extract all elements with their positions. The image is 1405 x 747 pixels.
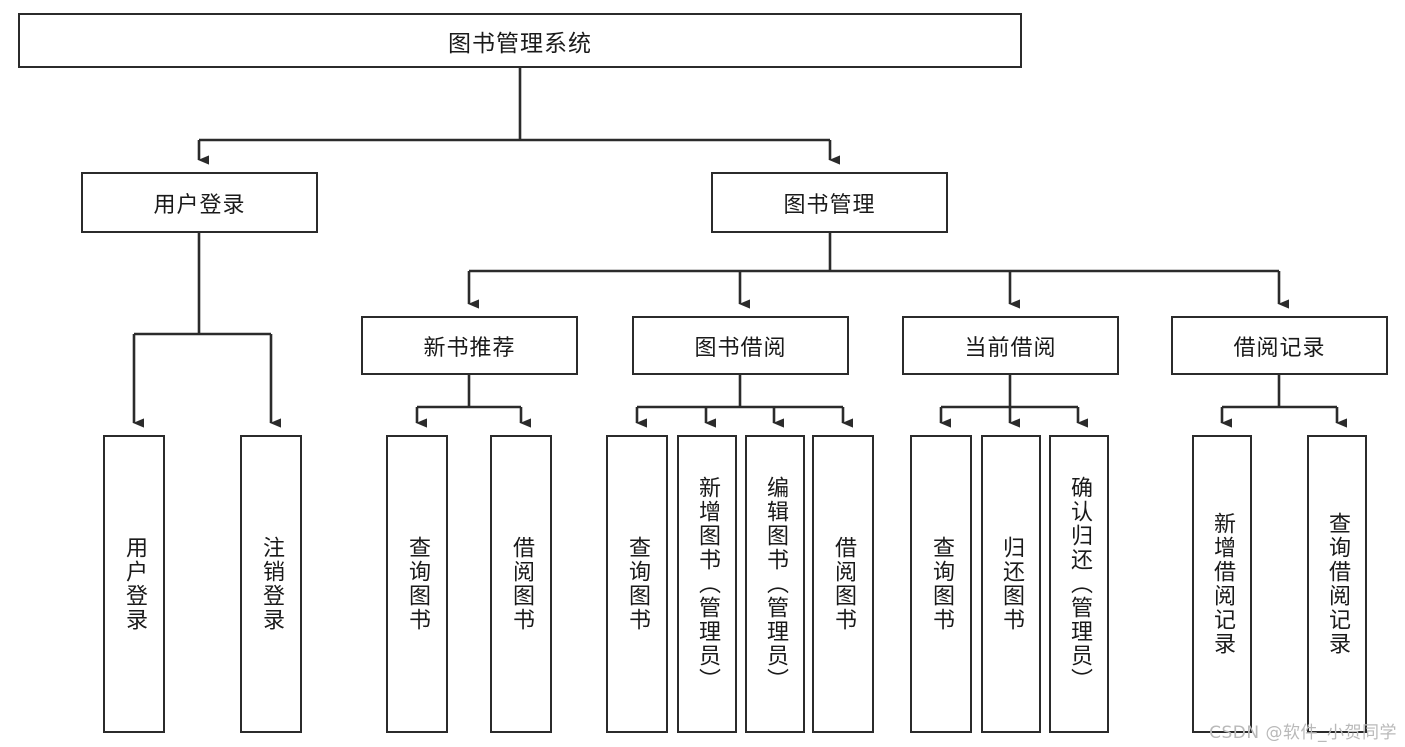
node-label: 查询图书 (404, 536, 430, 632)
leaf-borrow-borrow-book[interactable]: 借阅图书 (812, 435, 874, 733)
node-label: 注销登录 (258, 536, 284, 632)
leaf-current-query-book[interactable]: 查询图书 (910, 435, 972, 733)
leaf-recommend-query-book[interactable]: 查询图书 (386, 435, 448, 733)
node-root-system[interactable]: 图书管理系统 (18, 13, 1022, 68)
node-book-borrow[interactable]: 图书借阅 (632, 316, 849, 375)
node-label: 查询借阅记录 (1324, 512, 1350, 656)
node-label: 新增图书（管理员） (694, 476, 720, 692)
leaf-borrow-add-book[interactable]: 新增图书（管理员） (677, 435, 737, 733)
watermark-text: CSDN @软件_小贺同学 (1209, 723, 1397, 743)
node-label: 借阅图书 (830, 536, 856, 632)
node-label: 用户登录 (121, 536, 147, 632)
node-label: 图书借阅 (694, 335, 787, 361)
node-label: 用户登录 (153, 192, 246, 218)
node-label: 借阅图书 (508, 536, 534, 632)
leaf-user-login-logout[interactable]: 注销登录 (240, 435, 302, 733)
node-label: 新增借阅记录 (1209, 512, 1235, 656)
node-label: 当前借阅 (964, 335, 1057, 361)
node-label: 图书管理 (783, 192, 876, 218)
node-label: 借阅记录 (1233, 335, 1326, 361)
leaf-user-login-login[interactable]: 用户登录 (103, 435, 165, 733)
leaf-record-query-record[interactable]: 查询借阅记录 (1307, 435, 1367, 733)
node-current-borrow[interactable]: 当前借阅 (902, 316, 1119, 375)
node-label: 确认归还（管理员） (1066, 476, 1092, 692)
node-label: 归还图书 (998, 536, 1024, 632)
node-label: 图书管理系统 (448, 30, 592, 57)
leaf-borrow-query-book[interactable]: 查询图书 (606, 435, 668, 733)
node-label: 编辑图书（管理员） (762, 476, 788, 692)
leaf-current-confirm-return[interactable]: 确认归还（管理员） (1049, 435, 1109, 733)
leaf-borrow-edit-book[interactable]: 编辑图书（管理员） (745, 435, 805, 733)
leaf-recommend-borrow-book[interactable]: 借阅图书 (490, 435, 552, 733)
node-new-book-recommend[interactable]: 新书推荐 (361, 316, 578, 375)
leaf-current-return-book[interactable]: 归还图书 (981, 435, 1041, 733)
node-label: 查询图书 (928, 536, 954, 632)
node-label: 新书推荐 (423, 335, 516, 361)
node-book-management[interactable]: 图书管理 (711, 172, 948, 233)
leaf-record-add-record[interactable]: 新增借阅记录 (1192, 435, 1252, 733)
node-borrow-record[interactable]: 借阅记录 (1171, 316, 1388, 375)
node-label: 查询图书 (624, 536, 650, 632)
node-user-login[interactable]: 用户登录 (81, 172, 318, 233)
